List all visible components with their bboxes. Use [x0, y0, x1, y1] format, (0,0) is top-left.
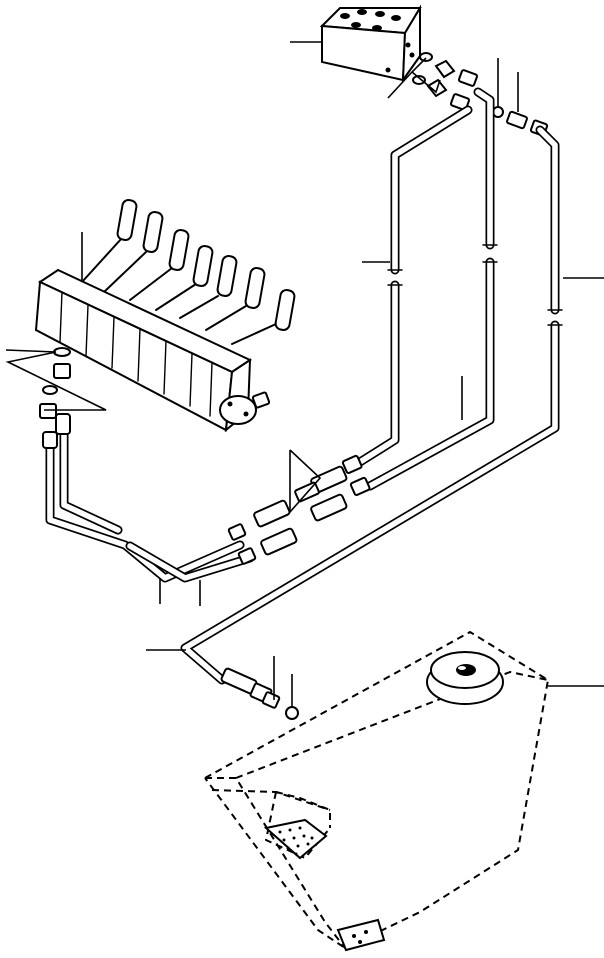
- valve-block: [319, 4, 422, 84]
- hydraulic-tank: [204, 631, 549, 952]
- leader-line: [5, 349, 107, 411]
- leader-line: [289, 449, 322, 515]
- fitting-group-top: [412, 52, 549, 137]
- control-levers: [81, 199, 296, 345]
- leader-line: [411, 71, 441, 94]
- drain-plug-icon: [336, 918, 386, 952]
- tank-fittings: [220, 667, 299, 720]
- hose-lines: [45, 87, 560, 685]
- hose-breaks: [387, 244, 563, 326]
- strainer-icon: [263, 818, 328, 860]
- control-valve-with-levers: [34, 199, 296, 449]
- hose-fittings-middle: [227, 454, 371, 565]
